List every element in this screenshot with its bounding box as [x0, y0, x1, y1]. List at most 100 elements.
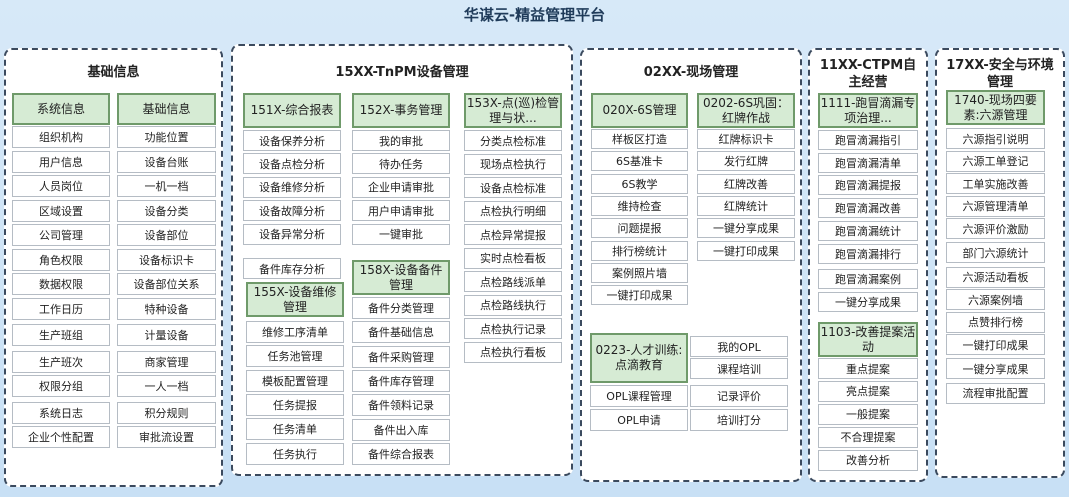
menu-item[interactable]: 样板区打造	[591, 129, 688, 149]
menu-item[interactable]: 设备点检分析	[243, 153, 341, 175]
menu-item[interactable]: 发行红牌	[697, 151, 795, 172]
menu-item[interactable]: 工作日历	[12, 297, 110, 320]
menu-item[interactable]: 设备异常分析	[243, 223, 341, 245]
menu-item[interactable]: 生产班次	[12, 350, 110, 373]
menu-item[interactable]: 备件综合报表	[352, 442, 450, 465]
menu-item[interactable]: 改善分析	[818, 449, 918, 471]
menu-item[interactable]: 课程培训	[690, 358, 788, 380]
menu-item[interactable]: 系统日志	[12, 401, 110, 424]
menu-item[interactable]: 备件领料记录	[352, 394, 450, 417]
menu-item[interactable]: 模板配置管理	[246, 369, 344, 392]
menu-item[interactable]: 重点提案	[818, 358, 918, 379]
menu-item[interactable]: 点检执行记录	[464, 318, 562, 339]
menu-item[interactable]: OPL申请	[590, 409, 688, 431]
menu-item[interactable]: 功能位置	[117, 126, 216, 148]
menu-item[interactable]: 一机一档	[117, 175, 216, 197]
menu-item[interactable]: 待办任务	[352, 153, 450, 175]
menu-item[interactable]: 设备保养分析	[243, 130, 341, 151]
menu-item[interactable]: 备件库存分析	[243, 258, 341, 279]
group-head-0202[interactable]: 0202-6S巩固：红牌作战	[697, 93, 795, 128]
menu-item[interactable]: 公司管理	[12, 224, 110, 246]
menu-item[interactable]: 现场点检执行	[464, 153, 562, 175]
group-head-1103[interactable]: 1103-改善提案活动	[818, 322, 918, 357]
group-head-155x[interactable]: 155X-设备维修管理	[246, 282, 344, 317]
menu-item[interactable]: 分类点检标准	[464, 130, 562, 151]
menu-item[interactable]: OPL课程管理	[590, 385, 688, 407]
menu-item[interactable]: 备件采购管理	[352, 345, 450, 368]
group-head-020x[interactable]: 020X-6S管理	[591, 93, 688, 128]
menu-item[interactable]: 部门六源统计	[946, 242, 1045, 264]
menu-item[interactable]: 点赞排行榜	[946, 311, 1045, 333]
menu-item[interactable]: 设备故障分析	[243, 200, 341, 222]
menu-item[interactable]: 商家管理	[117, 350, 216, 373]
menu-item[interactable]: 一键分享成果	[818, 291, 918, 312]
menu-item[interactable]: 问题提报	[591, 218, 688, 239]
menu-item[interactable]: 维修工序清单	[246, 321, 344, 343]
menu-item[interactable]: 任务提报	[246, 393, 344, 416]
menu-item[interactable]: 六源案例墙	[946, 289, 1045, 311]
menu-item[interactable]: 培训打分	[690, 409, 788, 431]
menu-item[interactable]: 任务池管理	[246, 345, 344, 368]
menu-item[interactable]: 一键打印成果	[946, 334, 1045, 356]
menu-item[interactable]: 企业个性配置	[12, 426, 110, 448]
menu-item[interactable]: 特种设备	[117, 297, 216, 320]
menu-item[interactable]: 一般提案	[818, 403, 918, 425]
menu-item[interactable]: 一键分享成果	[946, 358, 1045, 380]
menu-item[interactable]: 用户信息	[12, 150, 110, 173]
group-head-1111[interactable]: 1111-跑冒滴漏专项治理...	[818, 93, 918, 128]
menu-item[interactable]: 点检执行看板	[464, 341, 562, 363]
menu-item[interactable]: 备件出入库	[352, 418, 450, 441]
menu-item[interactable]: 排行榜统计	[591, 240, 688, 261]
menu-item[interactable]: 企业申请审批	[352, 176, 450, 198]
group-head-0223[interactable]: 0223-人才训练:点滴教育	[590, 333, 688, 383]
menu-item[interactable]: 计量设备	[117, 324, 216, 346]
menu-item[interactable]: 红牌标识卡	[697, 129, 795, 149]
menu-item[interactable]: 一键审批	[352, 223, 450, 245]
menu-item[interactable]: 备件库存管理	[352, 369, 450, 392]
group-head-151x[interactable]: 151X-综合报表	[243, 93, 341, 128]
group-head-basic-info[interactable]: 基础信息	[117, 93, 216, 125]
menu-item[interactable]: 设备分类	[117, 199, 216, 222]
menu-item[interactable]: 工单实施改善	[946, 173, 1045, 194]
menu-item[interactable]: 六源评价激励	[946, 218, 1045, 239]
menu-item[interactable]: 点检路线执行	[464, 294, 562, 316]
menu-item[interactable]: 角色权限	[12, 248, 110, 271]
group-head-system-info[interactable]: 系统信息	[12, 93, 110, 125]
menu-item[interactable]: 区域设置	[12, 199, 110, 222]
menu-item[interactable]: 组织机构	[12, 126, 110, 148]
menu-item[interactable]: 跑冒滴漏清单	[818, 152, 918, 173]
menu-item[interactable]: 数据权限	[12, 273, 110, 295]
menu-item[interactable]: 亮点提案	[818, 380, 918, 402]
menu-item[interactable]: 点检路线派单	[464, 271, 562, 292]
menu-item[interactable]: 六源指引说明	[946, 128, 1045, 149]
menu-item[interactable]: 用户申请审批	[352, 200, 450, 222]
menu-item[interactable]: 点检异常提报	[464, 224, 562, 245]
menu-item[interactable]: 我的审批	[352, 130, 450, 151]
menu-item[interactable]: 六源工单登记	[946, 150, 1045, 172]
menu-item[interactable]: 红牌统计	[697, 195, 795, 216]
menu-item[interactable]: 设备部位	[117, 224, 216, 246]
menu-item[interactable]: 任务清单	[246, 418, 344, 441]
menu-item[interactable]: 6S教学	[591, 173, 688, 194]
menu-item[interactable]: 设备部位关系	[117, 273, 216, 295]
menu-item[interactable]: 六源管理清单	[946, 195, 1045, 217]
menu-item[interactable]: 权限分组	[12, 375, 110, 397]
menu-item[interactable]: 6S基准卡	[591, 151, 688, 172]
menu-item[interactable]: 跑冒滴漏案例	[818, 269, 918, 290]
menu-item[interactable]: 一人一档	[117, 375, 216, 397]
menu-item[interactable]: 设备点检标准	[464, 177, 562, 198]
menu-item[interactable]: 设备标识卡	[117, 248, 216, 271]
menu-item[interactable]: 人员岗位	[12, 175, 110, 197]
menu-item[interactable]: 一键分享成果	[697, 218, 795, 239]
menu-item[interactable]: 案例照片墙	[591, 262, 688, 283]
menu-item[interactable]: 跑冒滴漏提报	[818, 175, 918, 196]
menu-item[interactable]: 实时点检看板	[464, 247, 562, 269]
menu-item[interactable]: 任务执行	[246, 442, 344, 465]
menu-item[interactable]: 生产班组	[12, 324, 110, 346]
group-head-153x[interactable]: 153X-点(巡)检管理与状...	[464, 93, 562, 128]
menu-item[interactable]: 备件分类管理	[352, 297, 450, 319]
menu-item[interactable]: 设备维修分析	[243, 176, 341, 198]
menu-item[interactable]: 我的OPL	[690, 336, 788, 357]
menu-item[interactable]: 备件基础信息	[352, 321, 450, 344]
menu-item[interactable]: 跑冒滴漏排行	[818, 243, 918, 264]
